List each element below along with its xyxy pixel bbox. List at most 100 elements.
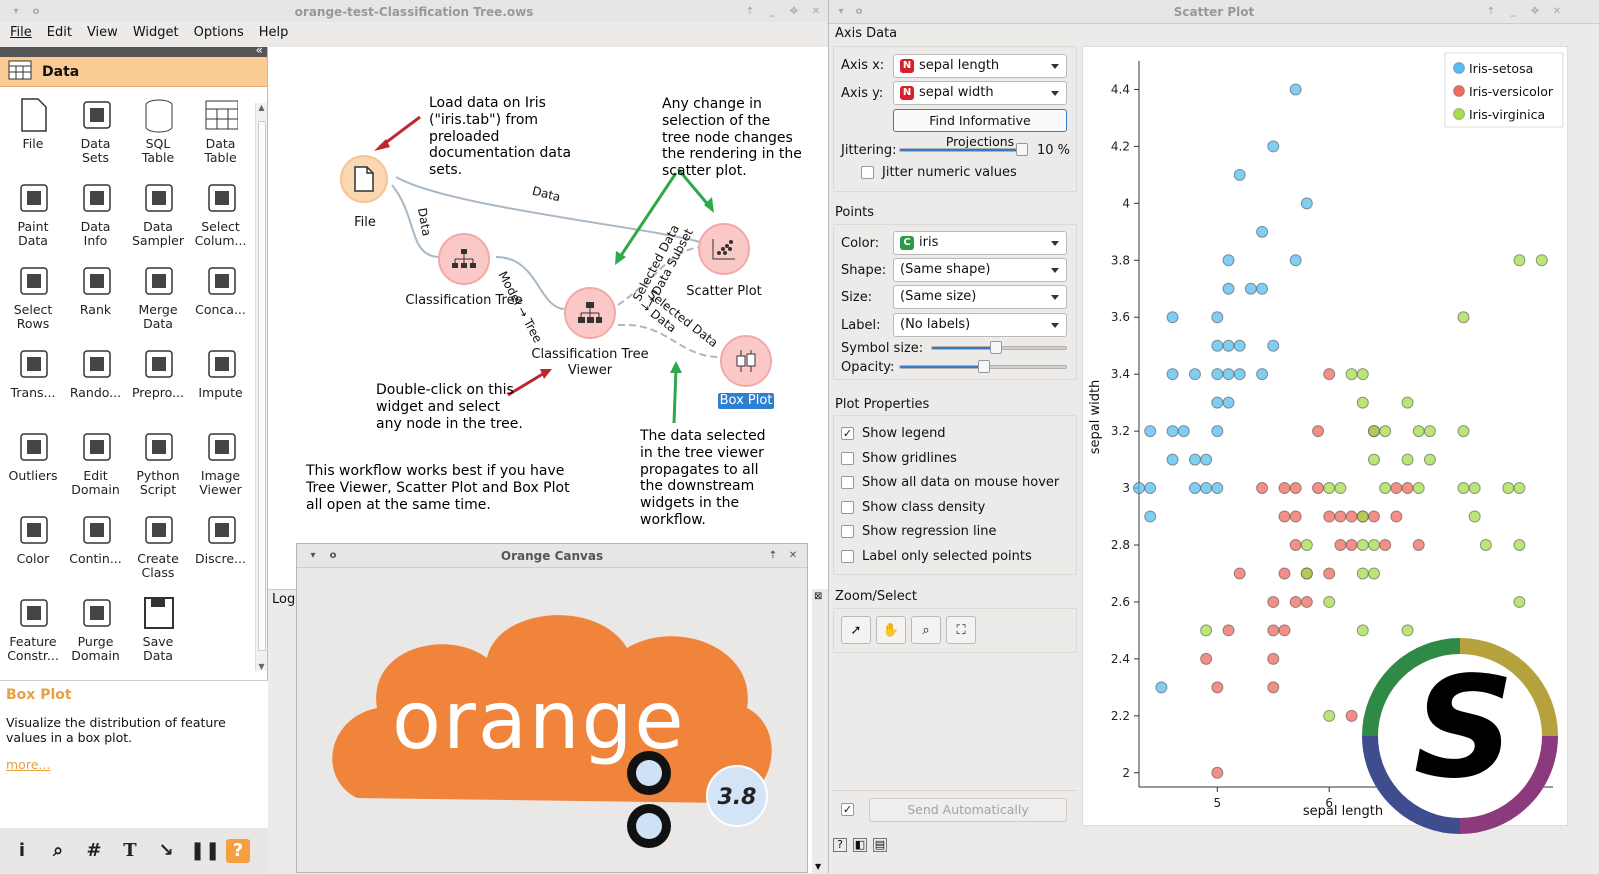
toolbox-widget-sampler[interactable]: Data Sampler (128, 180, 188, 248)
link-tree-viewer[interactable] (495, 256, 565, 310)
category-data-header[interactable]: Data (0, 57, 267, 87)
toolbox-widget-merge[interactable]: Merge Data (128, 263, 188, 331)
toolbox-widget-paint-data[interactable]: Paint Data (3, 180, 63, 248)
toolbox-widget-transpose[interactable]: Trans... (3, 346, 63, 400)
toolbox-widget-database[interactable]: SQL Table (128, 97, 188, 165)
auto-send-checkbox[interactable]: ✓ (841, 803, 854, 816)
text-annotation-icon[interactable]: T (123, 839, 137, 861)
symbol-size-slider[interactable] (931, 341, 1067, 354)
toolbox-widget-palette[interactable]: Color (3, 512, 63, 566)
select-tool-button[interactable]: ➚ (841, 616, 871, 644)
toolbox-widget-discretize[interactable]: Discre... (191, 512, 251, 566)
toolbox-widget-save[interactable]: Save Data (128, 595, 188, 663)
report-icon[interactable]: ◧ (853, 838, 867, 852)
find-projections-button[interactable]: Find Informative Projections (893, 109, 1067, 149)
toolbox-widget-info[interactable]: Data Info (66, 180, 126, 248)
node-file[interactable] (340, 155, 388, 203)
note-selection-change[interactable]: Any change in selection of the tree node… (662, 96, 802, 180)
maximize-icon[interactable]: ✥ (789, 6, 799, 17)
toolbox-widget-select-columns[interactable]: Select Colum... (191, 180, 251, 248)
jitter-slider[interactable] (899, 143, 1028, 156)
node-tree-viewer[interactable] (564, 287, 616, 339)
toolbox-widget-table[interactable]: Data Table (191, 97, 251, 165)
toolbox-widget-select-rows[interactable]: Select Rows (3, 263, 63, 331)
scatter-minimize-icon[interactable]: _ (1510, 6, 1516, 17)
toolbox-widget-preprocess[interactable]: Prepro... (128, 346, 188, 400)
toolbox-widget-python[interactable]: Python Script (128, 429, 188, 497)
shape-combo[interactable]: (Same shape) (893, 258, 1067, 282)
toolbox-widget-edit-domain[interactable]: Edit Domain (66, 429, 126, 497)
log-close-icon[interactable]: ⊠ (814, 591, 823, 602)
label-selected-checkbox[interactable]: Label only selected points (841, 549, 1032, 564)
send-automatically-button[interactable]: Send Automatically (869, 798, 1067, 822)
toolbox-widget-randomize[interactable]: Rando... (66, 346, 126, 400)
node-classification-tree[interactable] (438, 233, 490, 285)
arrow-annotation-icon[interactable]: ↘ (158, 839, 174, 861)
zoom-tool-button[interactable]: ⌕ (911, 616, 941, 644)
size-combo[interactable]: (Same size) (893, 285, 1067, 309)
toolbox-widget-purge-domain[interactable]: Purge Domain (66, 595, 126, 663)
link-file-tree[interactable] (391, 184, 441, 258)
link-viewer-scatter[interactable] (617, 246, 701, 306)
menu-help[interactable]: Help (258, 25, 289, 40)
reset-zoom-button[interactable]: ⛶ (946, 616, 976, 644)
node-box-plot[interactable] (720, 335, 772, 387)
grid-icon[interactable]: # (86, 839, 102, 861)
toolbox-widget-image-viewer[interactable]: Image Viewer (191, 429, 251, 497)
toolbox-widget-file[interactable]: File (3, 97, 63, 151)
window-menu-icon[interactable]: ▾ (13, 6, 19, 17)
toolbox-widget-outliers[interactable]: Outliers (3, 429, 63, 483)
scatter-close-icon[interactable]: ✕ (1552, 6, 1562, 17)
note-workflow[interactable]: This workflow works best if you have Tre… (306, 463, 570, 513)
menu-edit[interactable]: Edit (46, 25, 72, 40)
shade-icon[interactable]: ⇡ (745, 6, 755, 17)
toolbox-scrollbar[interactable]: ▲ ▼ (255, 103, 267, 671)
menu-options[interactable]: Options (193, 25, 244, 40)
scatter-maximize-icon[interactable]: ✥ (1530, 6, 1540, 17)
note-propagate[interactable]: The data selected in the tree viewer pro… (640, 428, 766, 528)
pause-icon[interactable]: ❚❚ (190, 839, 221, 861)
show-class-density-checkbox[interactable]: Show class density (841, 500, 985, 515)
help-more-link[interactable]: more... (6, 757, 51, 772)
zoom-icon[interactable]: ⌕ (52, 839, 64, 861)
scroll-down-icon[interactable]: ▼ (815, 862, 822, 871)
menu-widget[interactable]: Widget (132, 25, 179, 40)
pan-tool-button[interactable]: ✋ (876, 616, 906, 644)
save-image-icon[interactable]: ▤ (873, 838, 887, 852)
menu-view[interactable]: View (86, 25, 118, 40)
toolbox-widget-concatenate[interactable]: Conca... (191, 263, 251, 317)
link-viewer-boxplot[interactable] (617, 323, 721, 358)
show-regression-checkbox[interactable]: Show regression line (841, 524, 997, 539)
note-load-data[interactable]: Load data on Iris ("iris.tab") from prel… (429, 95, 572, 179)
show-all-data-checkbox[interactable]: Show all data on mouse hover (841, 475, 1059, 490)
scatter-menu-icon[interactable]: ▾ (838, 6, 844, 17)
label-combo[interactable]: (No labels) (893, 313, 1067, 337)
scatter-pin-icon[interactable]: o (855, 6, 863, 17)
splash-close-icon[interactable]: ✕ (788, 550, 798, 561)
menu-file[interactable]: File (10, 25, 32, 40)
toolbox-widget-impute[interactable]: Impute (191, 346, 251, 400)
splash-pin-icon[interactable]: o (329, 550, 337, 561)
toolbox-widget-rank[interactable]: Rank (66, 263, 126, 317)
help-icon[interactable]: ? (226, 838, 250, 863)
toolbox-widget-create-class[interactable]: Create Class (128, 512, 188, 580)
toolbox-widget-continuize[interactable]: Contin... (66, 512, 126, 566)
close-icon[interactable]: ✕ (811, 6, 821, 17)
link-file-scatter[interactable] (395, 176, 701, 243)
note-double-click[interactable]: Double-click on this widget and select a… (376, 382, 523, 432)
node-scatter-plot[interactable] (698, 223, 750, 275)
log-title[interactable]: Log (272, 592, 296, 607)
info-icon[interactable]: i (18, 839, 26, 861)
help-icon[interactable]: ? (833, 838, 847, 852)
opacity-slider[interactable] (899, 360, 1067, 373)
show-gridlines-checkbox[interactable]: Show gridlines (841, 451, 957, 466)
scatter-shade-icon[interactable]: ⇡ (1486, 6, 1496, 17)
collapse-toolbox-icon[interactable]: « (255, 43, 263, 57)
splash-menu-icon[interactable]: ▾ (310, 550, 316, 561)
scrollbar-thumb[interactable] (258, 121, 266, 651)
window-pin-icon[interactable]: o (32, 6, 40, 17)
show-legend-checkbox[interactable]: ✓Show legend (841, 426, 946, 441)
